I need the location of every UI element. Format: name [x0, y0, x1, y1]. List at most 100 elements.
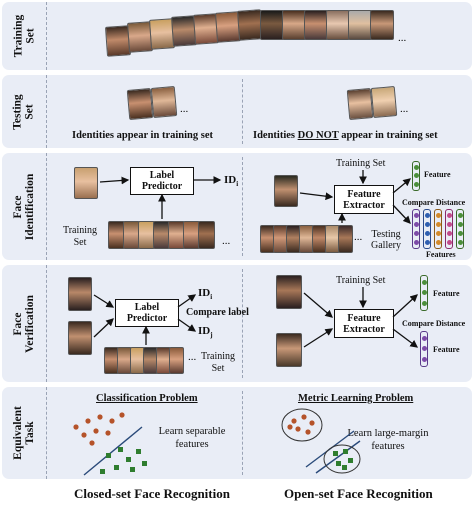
training-face [370, 10, 394, 40]
verification-feature-a [420, 275, 428, 311]
arrow [177, 294, 197, 308]
feature-extractor-text: Feature Extractor [343, 188, 385, 211]
class-a-point [89, 440, 95, 446]
arrow [93, 294, 115, 308]
open-testing-caption: Identities DO NOT appear in training set [253, 130, 438, 141]
testing-open-ellipsis: ... [400, 103, 409, 115]
testing-closed-ellipsis: ... [180, 103, 189, 115]
open-caption-post: appear in training set [338, 130, 438, 141]
face-verification-label-cell: Face Verification [2, 265, 47, 382]
column-divider [242, 79, 243, 144]
cluster-a-point [301, 414, 307, 420]
training-ellipsis: ... [398, 32, 407, 44]
training-face [169, 347, 184, 374]
open-caption-emph: DO NOT [297, 130, 339, 141]
classification-problem-title: Classification Problem [96, 393, 198, 404]
equivalent-task-label-cell: Equivalent Task [2, 387, 47, 479]
cluster-b-point [348, 458, 353, 463]
id-output-label: IDi [224, 174, 238, 188]
class-b-points [100, 447, 147, 474]
id-subscript-j: j [210, 331, 213, 340]
feature-label-b: Feature [433, 345, 460, 354]
id-subscript-i: i [210, 293, 213, 302]
class-a-point [81, 432, 87, 438]
open-caption-pre: Identities [253, 130, 298, 141]
label-predictor-box: Label Predictor [130, 167, 194, 195]
training-face [326, 10, 350, 40]
compare-distance-label: Compare Distance [402, 198, 466, 207]
probe-face [74, 167, 98, 199]
arrow [392, 328, 419, 348]
cluster-a-points [287, 414, 315, 435]
testing-face-open [370, 86, 398, 118]
training-set-caption: Training Set [60, 225, 100, 249]
training-face [260, 10, 284, 40]
testing-set-panel: Testing Set ... Identities appear in tra… [2, 75, 472, 148]
gallery-feature-vector [412, 209, 420, 249]
testing-set-label-cell: Testing Set [2, 75, 47, 148]
gallery-feature-vector [456, 209, 464, 249]
testing-gallery-caption: Testing Gallery [366, 229, 406, 251]
class-b-point [136, 449, 141, 454]
training-face [282, 10, 306, 40]
training-set-label: Training Set [11, 14, 36, 58]
cluster-b-point [333, 451, 338, 456]
identification-arrows [99, 170, 412, 224]
arrow [299, 192, 334, 201]
class-b-point [106, 453, 111, 458]
closed-testing-caption: Identities appear in training set [72, 130, 213, 141]
decision-boundary [83, 426, 143, 476]
training-face [348, 10, 372, 40]
face-verification-panel: Face Verification Label Predictor IDi Co… [2, 265, 472, 382]
testing-face-open [346, 88, 374, 120]
face-identification-panel: Face Identification Label Predictor IDi … [2, 153, 472, 260]
feature-label: Feature [424, 170, 451, 179]
testing-set-label: Testing Set [12, 93, 36, 130]
gallery-feature-vector [434, 209, 442, 249]
gallery-face [338, 225, 353, 253]
metric-desc: Learn large-margin features [338, 427, 438, 453]
arrow [303, 292, 333, 318]
training-face [304, 10, 328, 40]
training-face [198, 221, 215, 249]
open-verification-training-caption: Training Set [336, 275, 386, 286]
class-b-point [130, 467, 135, 472]
identification-training-ellipsis: ... [222, 235, 231, 247]
open-set-footer: Open-set Face Recognition [284, 486, 433, 501]
feature-label-a: Feature [433, 289, 460, 298]
training-set-label-cell: Training Set [2, 2, 47, 70]
class-a-point [105, 430, 111, 436]
cluster-a-point [291, 418, 297, 424]
cluster-b-point [336, 461, 341, 466]
feature-extractor-text: Feature Extractor [343, 312, 385, 335]
verification-training-caption: Training Set [198, 351, 238, 375]
verification-feature-b [420, 331, 428, 367]
id-text: ID [198, 287, 211, 299]
features-label: Features [426, 250, 456, 259]
arrow [303, 328, 334, 348]
class-b-point [100, 469, 105, 474]
open-training-set-caption: Training Set [336, 158, 386, 169]
training-set-caption-text: Training Set [62, 225, 98, 248]
verification-arrows [93, 287, 419, 348]
testing-face-closed [150, 86, 178, 118]
verification-training-text: Training Set [200, 351, 236, 374]
compare-distance-label: Compare Distance [402, 319, 466, 328]
cluster-b-point [343, 449, 348, 454]
arrow [392, 294, 418, 318]
class-b-point [118, 447, 123, 452]
column-divider [242, 391, 243, 475]
class-a-point [109, 418, 115, 424]
class-a-point [73, 424, 79, 430]
cluster-a-point [309, 420, 315, 426]
compare-label-text: Compare label [186, 307, 249, 318]
cluster-b-points [333, 449, 353, 470]
class-a-point [93, 428, 99, 434]
id-i-label: IDi [198, 287, 212, 301]
id-subscript: i [236, 180, 239, 189]
gallery-feature-vector [445, 209, 453, 249]
arrow [392, 178, 412, 194]
column-divider [242, 269, 243, 378]
arrow [99, 176, 130, 185]
class-b-point [126, 457, 131, 462]
